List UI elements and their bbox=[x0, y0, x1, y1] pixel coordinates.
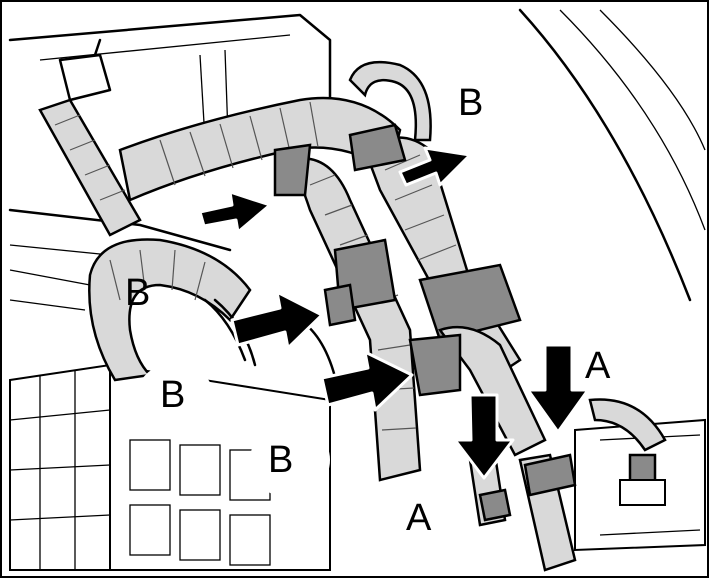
callout-a-right: A bbox=[585, 345, 611, 387]
callout-a-bottom: A bbox=[406, 497, 432, 539]
arrow-b-lower bbox=[320, 350, 414, 412]
arrow-a-left bbox=[453, 393, 515, 480]
arrow-a-right bbox=[526, 343, 590, 434]
lower-wires bbox=[468, 398, 667, 572]
bundle-left bbox=[88, 238, 252, 382]
fuse-box bbox=[9, 363, 331, 571]
arrow-b-middle bbox=[230, 290, 324, 350]
right-harness bbox=[348, 123, 547, 457]
callout-b-top-right: B bbox=[458, 82, 483, 124]
arrow-b-upper-left bbox=[198, 190, 272, 234]
mounting-bracket bbox=[574, 418, 706, 552]
callout-b-left: B bbox=[125, 272, 150, 314]
callout-b-bottom: B bbox=[268, 439, 293, 481]
upper-harness bbox=[118, 60, 432, 202]
left-harness bbox=[38, 38, 142, 237]
callout-b-mid-left: B bbox=[160, 374, 185, 416]
callout-backgrounds bbox=[137, 363, 473, 555]
arrow-b-top bbox=[398, 146, 472, 187]
